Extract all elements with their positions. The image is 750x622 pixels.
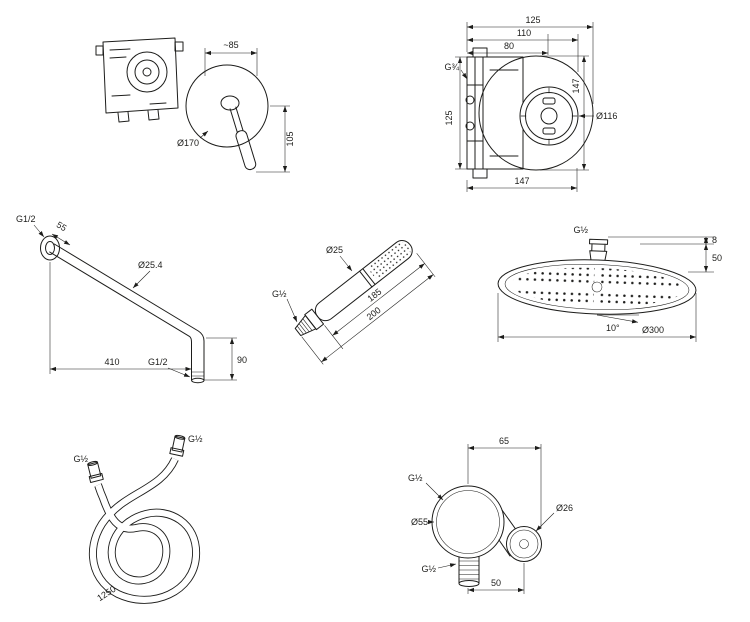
- arm-thread-wall-label: G1/2: [16, 214, 36, 224]
- thermo-handle-dia-callout: Ø116: [579, 111, 617, 121]
- outlet-holder-knob: [506, 526, 542, 562]
- hose-fitting-left: [87, 460, 104, 483]
- figure-hand-shower: 185 200 Ø25 G½: [272, 240, 436, 365]
- outlet-thread-top-label: G½: [408, 473, 423, 483]
- figure-shower-hose: G½ G½ 1250: [73, 434, 203, 604]
- mixer-trim-plate: [185, 64, 269, 171]
- outlet-width-label: 65: [499, 436, 509, 446]
- headshower-total-height-label: 50: [712, 253, 722, 263]
- figure-overhead-shower: G½ 8 50 10° Ø300: [497, 225, 722, 342]
- handshower-head-dia-label: Ø25: [326, 245, 343, 255]
- mixer-width-dimension: ~85: [204, 40, 258, 76]
- headshower-thread-label: G½: [573, 225, 588, 235]
- thermo-width-bottom-label: 147: [514, 176, 529, 186]
- handshower-thread-label: G½: [272, 289, 287, 299]
- headshower-height-dimensions: 8 50: [608, 235, 722, 273]
- mixer-plate-dia-label: Ø170: [177, 138, 199, 148]
- handshower-len-total-label: 200: [365, 305, 383, 322]
- figure-shower-arm: G1/2 55 Ø25.4 410 G1/2 90: [16, 214, 247, 384]
- mixer-lever-drop-dimension: 105: [256, 105, 295, 173]
- headshower-rim-height-label: 8: [712, 235, 717, 245]
- figure-concealed-mixer: ~85 Ø170 105: [95, 37, 295, 173]
- thermo-width-mid-label: 110: [517, 28, 531, 38]
- arm-thread-outlet-label: G1/2: [148, 357, 168, 367]
- headshower-dia-dimension: Ø300: [497, 293, 697, 342]
- hose-fitting-right: [169, 434, 186, 457]
- figure-wall-outlet: 65 G½ Ø26 Ø55 G½ 50: [408, 436, 573, 594]
- hose-thread-right-label: G½: [188, 434, 203, 444]
- handshower-len-body-label: 185: [365, 287, 383, 304]
- outlet-thread-bottom-callout: G½: [421, 563, 457, 574]
- mixer-lever-handle: [229, 106, 257, 171]
- thermo-width-inner-label: 80: [504, 41, 514, 51]
- hose-thread-left-label: G½: [73, 454, 88, 464]
- arm-body: [40, 235, 205, 384]
- outlet-holder-dia-label: Ø26: [556, 503, 573, 513]
- thermo-rough-in-body: [465, 47, 524, 179]
- outlet-holder-dia-callout: Ø26: [535, 503, 573, 532]
- thermo-handle: [519, 86, 579, 146]
- thermo-height-right-label: 147: [571, 78, 581, 93]
- outlet-width-dimension: 65: [467, 436, 542, 528]
- headshower-dia-label: Ø300: [642, 325, 664, 335]
- thermo-height-left-dimension: 125: [444, 56, 467, 170]
- handshower-thread-callout: G½: [272, 289, 298, 323]
- outlet-flange: [431, 485, 505, 559]
- hose-tube-inner: [89, 457, 200, 603]
- thermo-height-left-label: 125: [444, 110, 454, 125]
- arm-length-dimension: 410: [49, 262, 192, 374]
- outlet-depth-dimension: 50: [467, 563, 525, 594]
- handshower-length-dimensions: 185 200: [301, 253, 436, 365]
- thermo-width-outer-label: 125: [525, 15, 540, 25]
- arm-drop-dimension: 90: [204, 337, 247, 381]
- thermo-handle-dia-label: Ø116: [596, 111, 617, 121]
- headshower-fitting: [589, 238, 609, 261]
- outlet-holder-arm: [498, 509, 518, 557]
- arm-offset-label: 55: [55, 220, 69, 234]
- outlet-flange-dia-label: Ø55: [411, 517, 428, 527]
- thermo-thread-label: G¾: [444, 62, 459, 72]
- arm-tube-dia-label: Ø25.4: [138, 260, 163, 270]
- headshower-spray-angle-label: 10°: [606, 323, 620, 333]
- mixer-plate-dia-dimension: Ø170: [177, 130, 209, 148]
- mixer-lever-drop-label: 105: [285, 131, 295, 146]
- outlet-thread-top-callout: G½: [408, 473, 444, 501]
- headshower-nozzle-field: [508, 265, 686, 309]
- outlet-thread-bottom-label: G½: [421, 564, 436, 574]
- hose-length-label: 1250: [95, 584, 117, 603]
- headshower-spray-angle: 10°: [596, 314, 639, 333]
- arm-offset-dimension: 55: [51, 220, 71, 246]
- thermo-width-dimensions: 125 110 80: [466, 15, 594, 104]
- handshower-head-dia-callout: Ø25: [326, 245, 353, 272]
- outlet-depth-label: 50: [491, 578, 501, 588]
- mixer-rough-in-body: [95, 37, 184, 123]
- thermo-trim-plate: [478, 55, 594, 171]
- arm-length-label: 410: [104, 357, 119, 367]
- thermo-thread-callout: G¾: [444, 62, 468, 80]
- mixer-width-label: ~85: [223, 40, 238, 50]
- thermo-height-right-dimension: 147: [540, 55, 589, 171]
- thermo-width-bottom-dimension: 147: [466, 168, 578, 192]
- arm-drop-label: 90: [237, 355, 247, 365]
- arm-thread-wall-callout: G1/2: [16, 214, 45, 238]
- arm-tube-dia-callout: Ø25.4: [132, 260, 163, 289]
- figure-thermostatic-valve: 125 110 80 147 G¾ Ø116 125 147: [444, 15, 617, 192]
- outlet-flange-dia-callout: Ø55: [411, 517, 434, 527]
- arm-thread-outlet-callout: G1/2: [148, 357, 191, 378]
